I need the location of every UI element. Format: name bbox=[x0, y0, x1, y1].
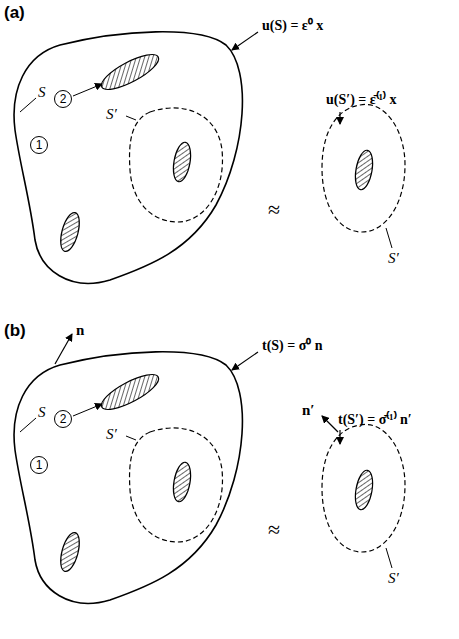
boundary-condition: t(S′) = σ̄⁽¹⁾ n′ bbox=[338, 412, 412, 427]
surface-label: S′ bbox=[388, 570, 399, 587]
phase-number: 2 bbox=[54, 410, 72, 428]
normal-label: n bbox=[76, 322, 84, 339]
boundary-condition: u(S) = ε⁰ x bbox=[262, 18, 323, 33]
normal-label: n′ bbox=[302, 402, 315, 419]
surface-label: S bbox=[38, 404, 46, 421]
approx-symbol: ≈ bbox=[268, 518, 280, 542]
boundary-condition: u(S′) = ε̄⁽¹⁾ x bbox=[326, 92, 397, 107]
boundary-condition: t(S) = σ⁰ n bbox=[262, 338, 323, 353]
panel-letter: (a) bbox=[4, 4, 25, 23]
surface-label: S′ bbox=[106, 426, 117, 443]
surface-label: S′ bbox=[388, 250, 399, 267]
phase-number: 1 bbox=[30, 456, 48, 474]
panel-letter: (b) bbox=[4, 322, 26, 341]
phase-number: 1 bbox=[30, 136, 48, 154]
phase-number: 2 bbox=[54, 90, 72, 108]
surface-label: S′ bbox=[106, 106, 117, 123]
surface-label: S bbox=[38, 84, 46, 101]
approx-symbol: ≈ bbox=[268, 198, 280, 222]
